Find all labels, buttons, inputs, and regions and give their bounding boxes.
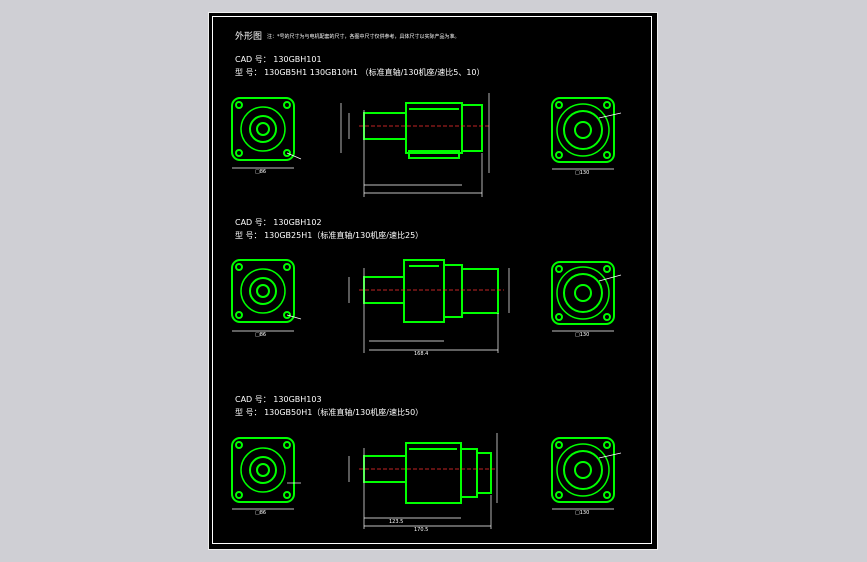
dim-front-3: □86 [255, 510, 267, 516]
dim-rear-2: □130 [575, 332, 590, 338]
gearbox-2-rear-view [551, 261, 615, 325]
gearbox-1-rear-view [551, 97, 615, 163]
dim-length-3b: 123.5 [389, 519, 404, 525]
dim-length-3: 170.5 [414, 527, 429, 533]
dim-rear-1: □130 [575, 170, 590, 176]
dimension-lines [232, 93, 622, 529]
centerlines [359, 125, 504, 470]
gearbox-3-rear-view [551, 437, 615, 503]
section-2-model: 型 号： 130GB25H1（标准直轴/130机座/速比25） [235, 231, 424, 240]
drawings-svg [231, 93, 622, 529]
dim-rear-3: □130 [575, 510, 590, 516]
section-1-cad-number: CAD 号： 130GBH101 [235, 55, 322, 64]
gearbox-3-side-view [363, 442, 492, 504]
drawing-frame [212, 16, 652, 544]
gearbox-3-front-view [231, 437, 295, 503]
section-3-cad-number: CAD 号： 130GBH103 [235, 395, 322, 404]
gearbox-2-side-view [363, 259, 499, 323]
gearbox-2-front-view [231, 259, 295, 323]
section-1-model: 型 号： 130GB5H1 130GB10H1 （标准直轴/130机座/速比5、… [235, 68, 485, 77]
dim-front-1: □86 [255, 169, 267, 175]
dim-length-2: 168.4 [414, 351, 429, 357]
section-3-model: 型 号： 130GB50H1（标准直轴/130机座/速比50） [235, 408, 424, 417]
drawing-title: 外形图 [235, 32, 263, 42]
drawing-note: 注：*号的尺寸为与电机配套的尺寸，各图中尺寸仅供参考，具体尺寸以实际产品为准。 [267, 34, 460, 40]
gearbox-1-front-view [231, 97, 295, 161]
cad-drawing-sheet: 外形图 注：*号的尺寸为与电机配套的尺寸，各图中尺寸仅供参考，具体尺寸以实际产品… [208, 12, 658, 550]
gearbox-1-side-view [363, 102, 483, 159]
section-2-cad-number: CAD 号： 130GBH102 [235, 218, 322, 227]
dim-front-2: □86 [255, 332, 267, 338]
